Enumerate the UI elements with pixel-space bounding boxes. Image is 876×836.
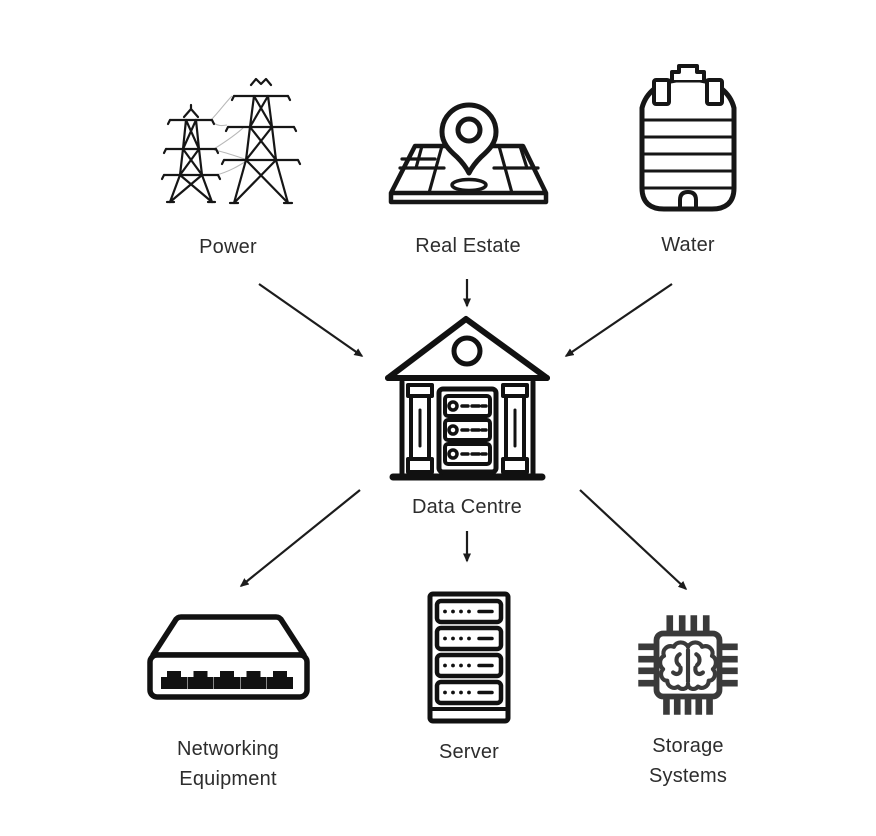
transmission-towers-icon [160,77,302,205]
node-water: Water [588,62,788,260]
node-label-line-1: Networking [176,738,280,760]
node-power: Power [128,72,328,262]
water-tank-icon [639,64,737,212]
server-rack-icon [427,591,511,724]
node-label-storage-systems: Storage Systems [649,731,727,791]
node-networking-equipment: Networking Equipment [128,610,328,794]
node-label-line-1: Storage [652,735,724,757]
edge-datacentre-to-storage [579,489,688,591]
node-label-networking-equipment: Networking Equipment [177,734,279,794]
edge-power-to-datacentre [258,283,364,357]
data-centre-building-icon [384,316,550,481]
chip-brain-icon [638,615,738,715]
node-data-centre: Data Centre [367,312,567,522]
node-label-data-centre: Data Centre [411,496,523,518]
node-server: Server [369,590,569,767]
edge-water-to-datacentre [564,283,673,357]
node-real-estate: Real Estate [368,102,568,261]
node-label-real-estate: Real Estate [415,235,521,257]
network-switch-icon [146,614,310,700]
node-label-power: Power [199,236,257,258]
edge-datacentre-to-networking [239,489,361,587]
node-label-line-2: Equipment [179,768,277,790]
node-storage-systems: Storage Systems [588,607,788,791]
map-location-pin-icon [388,102,548,205]
node-label-server: Server [438,741,500,763]
node-label-line-2: Systems [648,765,728,787]
node-label-water: Water [661,234,715,256]
